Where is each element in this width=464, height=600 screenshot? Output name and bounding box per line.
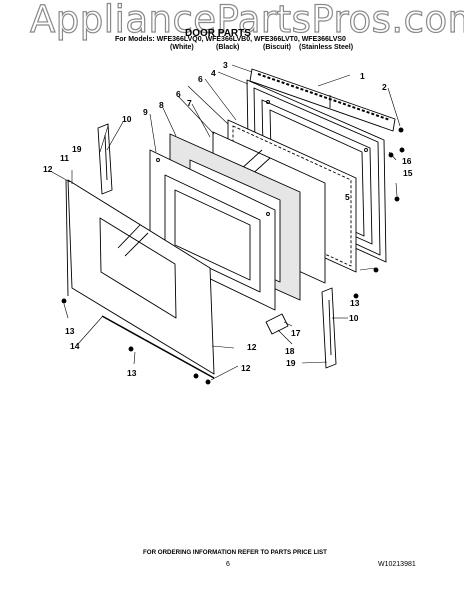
callout-12b: 12 (247, 342, 257, 352)
callout-13b: 13 (127, 368, 137, 378)
callout-10a: 10 (122, 114, 132, 124)
callout-8: 8 (159, 100, 164, 110)
outer-door-panel (65, 179, 215, 375)
callout-5: 5 (345, 192, 350, 202)
color-black: (Black) (216, 44, 240, 51)
callout-13a: 13 (65, 326, 75, 336)
leader-lines (51, 64, 401, 381)
door-vent-trim (249, 68, 396, 132)
callout-16: 16 (402, 156, 412, 166)
callout-10b: 10 (349, 313, 359, 323)
callout-9: 9 (143, 107, 148, 117)
callout-4: 4 (211, 68, 216, 78)
document-number: W10213981 (378, 561, 416, 568)
callout-12c: 12 (241, 363, 251, 373)
callout-13c: 13 (350, 298, 360, 308)
diagram-title: DOOR PARTS (185, 28, 251, 39)
callout-6a: 6 (198, 74, 203, 84)
callout-19a: 19 (72, 144, 82, 154)
callout-15: 15 (403, 168, 413, 178)
callout-14: 14 (70, 341, 80, 351)
watermark: AppliancePartsPros.com (29, 0, 464, 42)
callout-18: 18 (285, 346, 295, 356)
callout-17: 17 (291, 328, 301, 338)
callout-1: 1 (360, 71, 365, 81)
left-hinge (97, 123, 113, 195)
right-hinge (321, 287, 337, 369)
callout-numbers: 1 2 3 4 5 6 6 7 8 9 10 10 11 12 12 13 13… (43, 60, 413, 378)
handle-strip (101, 315, 215, 379)
models-line: For Models: WFE366LVQ0, WFE366LVB0, WFE3… (115, 36, 346, 43)
callout-12a: 12 (43, 164, 53, 174)
color-biscuit: (Biscuit) (263, 44, 291, 51)
inner-door-panel (149, 149, 276, 311)
color-stainless: (Stainless Steel) (299, 44, 354, 51)
color-white: (White) (170, 44, 194, 51)
page-number: 6 (226, 561, 230, 568)
door-latch (265, 313, 289, 335)
callout-3: 3 (223, 60, 228, 70)
callout-6b: 6 (176, 89, 181, 99)
callout-7: 7 (187, 98, 192, 108)
callout-19b: 19 (286, 358, 296, 368)
screws (61, 127, 405, 385)
ordering-note: FOR ORDERING INFORMATION REFER TO PARTS … (143, 549, 327, 556)
callout-11: 11 (60, 153, 69, 163)
callout-2: 2 (382, 82, 387, 92)
